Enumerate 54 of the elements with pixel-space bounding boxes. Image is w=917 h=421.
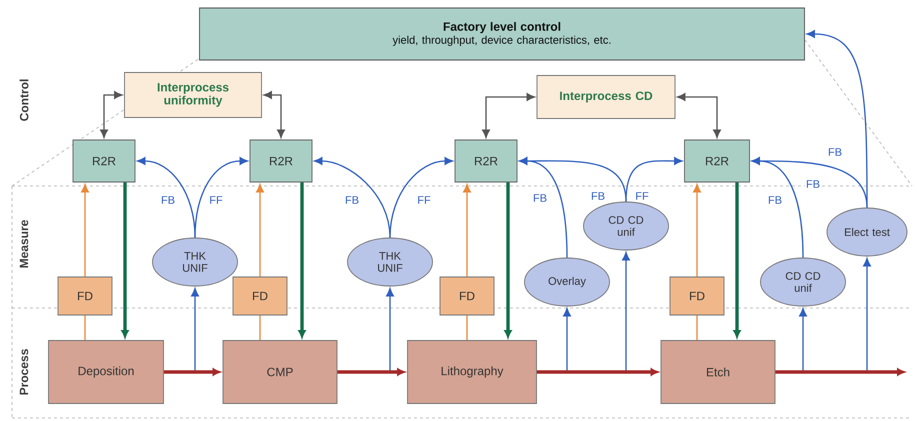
arrow bbox=[194, 157, 248, 238]
r2r-controller-box: R2R bbox=[72, 140, 136, 182]
arrow bbox=[752, 157, 868, 208]
connector-line bbox=[696, 315, 698, 340]
edge-label: FB bbox=[344, 195, 360, 205]
fault-detection-box: FD bbox=[440, 276, 494, 316]
arrow bbox=[264, 91, 285, 138]
arrow bbox=[536, 368, 658, 376]
arrow bbox=[504, 182, 512, 338]
process-box: CMP bbox=[222, 340, 338, 404]
process-box: Deposition bbox=[48, 340, 164, 404]
arrow bbox=[775, 368, 905, 376]
arrow bbox=[482, 93, 535, 138]
arrow bbox=[314, 157, 391, 238]
arrow bbox=[389, 157, 453, 238]
connector-line bbox=[84, 315, 86, 340]
lane-label: Control bbox=[20, 80, 28, 121]
lane-label: Measure bbox=[20, 220, 28, 268]
process-box: Lithography bbox=[407, 340, 537, 404]
arrow bbox=[806, 30, 868, 208]
r2r-controller-box: R2R bbox=[454, 140, 518, 182]
arrow bbox=[100, 91, 122, 138]
arrow bbox=[256, 184, 264, 277]
arrow bbox=[121, 182, 129, 338]
arrow bbox=[298, 182, 306, 338]
connector-line bbox=[466, 315, 468, 340]
arrow bbox=[733, 182, 741, 338]
fault-detection-box: FD bbox=[232, 276, 288, 316]
edge-label: FF bbox=[416, 195, 432, 205]
edge-label: FF bbox=[634, 191, 650, 201]
edge-label: FB bbox=[766, 195, 784, 205]
edge-label: FB bbox=[160, 195, 176, 205]
r2r-controller-box: R2R bbox=[250, 140, 312, 182]
process-box: Etch bbox=[660, 340, 776, 404]
fault-detection-box: FD bbox=[58, 276, 112, 316]
r2r-controller-box: R2R bbox=[684, 140, 750, 182]
edge-label: FB bbox=[804, 179, 822, 189]
interprocess-box: Interprocess CD bbox=[536, 75, 676, 119]
arrow bbox=[677, 93, 721, 138]
fault-detection-box: FD bbox=[670, 276, 724, 316]
arrow bbox=[164, 368, 220, 376]
lane-label: Process bbox=[20, 349, 28, 395]
edge-label: FB bbox=[826, 147, 844, 157]
arrow bbox=[337, 368, 405, 376]
arrow bbox=[693, 184, 701, 277]
arrow bbox=[81, 184, 89, 277]
arrow bbox=[463, 184, 471, 277]
interprocess-box: Interprocess uniformity bbox=[124, 72, 262, 118]
arrow bbox=[625, 157, 682, 202]
connector-line bbox=[259, 315, 261, 340]
factory-control-box: Factory level control yield, throughput, device characteristics, etc. bbox=[199, 8, 805, 60]
edge-label: FF bbox=[208, 195, 224, 205]
edge-label: FB bbox=[590, 191, 606, 201]
edge-label: FB bbox=[532, 193, 548, 203]
